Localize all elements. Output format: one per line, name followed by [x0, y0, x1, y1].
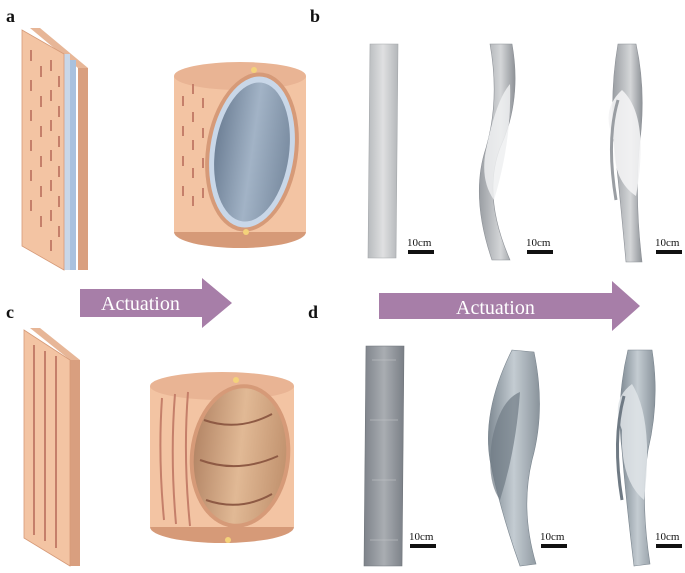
panel-a-slits	[30, 50, 60, 251]
scale-label-b1: 10cm	[407, 237, 432, 249]
ring-c-stripes	[159, 391, 191, 527]
photo-d1-flat-strip	[363, 345, 405, 567]
actuation-label-right: Actuation	[456, 297, 535, 319]
panel-c-ring	[150, 372, 294, 543]
photo-d2-bent-strip	[488, 349, 540, 567]
panel-label-d: d	[308, 302, 318, 322]
ring-a-joint-bottom	[243, 229, 249, 235]
panel-a-flat-sheet	[21, 28, 88, 271]
scale-label-d3: 10cm	[655, 531, 680, 543]
panel-c-flat-sheet	[23, 328, 80, 567]
scale-label-d2: 10cm	[540, 531, 565, 543]
actuation-arrow-left: Actuation	[80, 278, 232, 328]
scale-bar-b3: 10cm	[655, 237, 682, 254]
scale-bar-d3: 10cm	[655, 531, 682, 548]
panel-b-photos	[367, 43, 643, 263]
panel-a-ring	[174, 62, 306, 248]
scale-bar-d2: 10cm	[540, 531, 567, 548]
scale-bar-b1: 10cm	[407, 237, 434, 254]
panel-label-b: b	[310, 6, 320, 26]
scale-label-d1: 10cm	[409, 531, 434, 543]
ring-a-slits	[182, 84, 204, 206]
panel-label-a: a	[6, 6, 15, 26]
panel-d-photos	[363, 345, 656, 567]
photo-d3-buckled-strip	[615, 349, 656, 567]
actuation-arrow-right: Actuation	[379, 281, 640, 331]
scale-bar-b2: 10cm	[526, 237, 553, 254]
photo-b1-flat-strip	[367, 43, 399, 259]
photo-b2-bent-strip	[479, 43, 516, 261]
actuation-label-left: Actuation	[101, 293, 180, 315]
photo-b3-buckled-strip	[608, 43, 643, 263]
ring-a-joint-top	[251, 67, 257, 73]
ring-c-joint-bottom	[225, 537, 231, 543]
scale-label-b3: 10cm	[655, 237, 680, 249]
panel-c-stripes	[33, 345, 57, 548]
scale-label-b2: 10cm	[526, 237, 551, 249]
panel-label-c: c	[6, 302, 14, 322]
ring-c-joint-top	[233, 377, 239, 383]
scale-bar-d1: 10cm	[409, 531, 436, 548]
